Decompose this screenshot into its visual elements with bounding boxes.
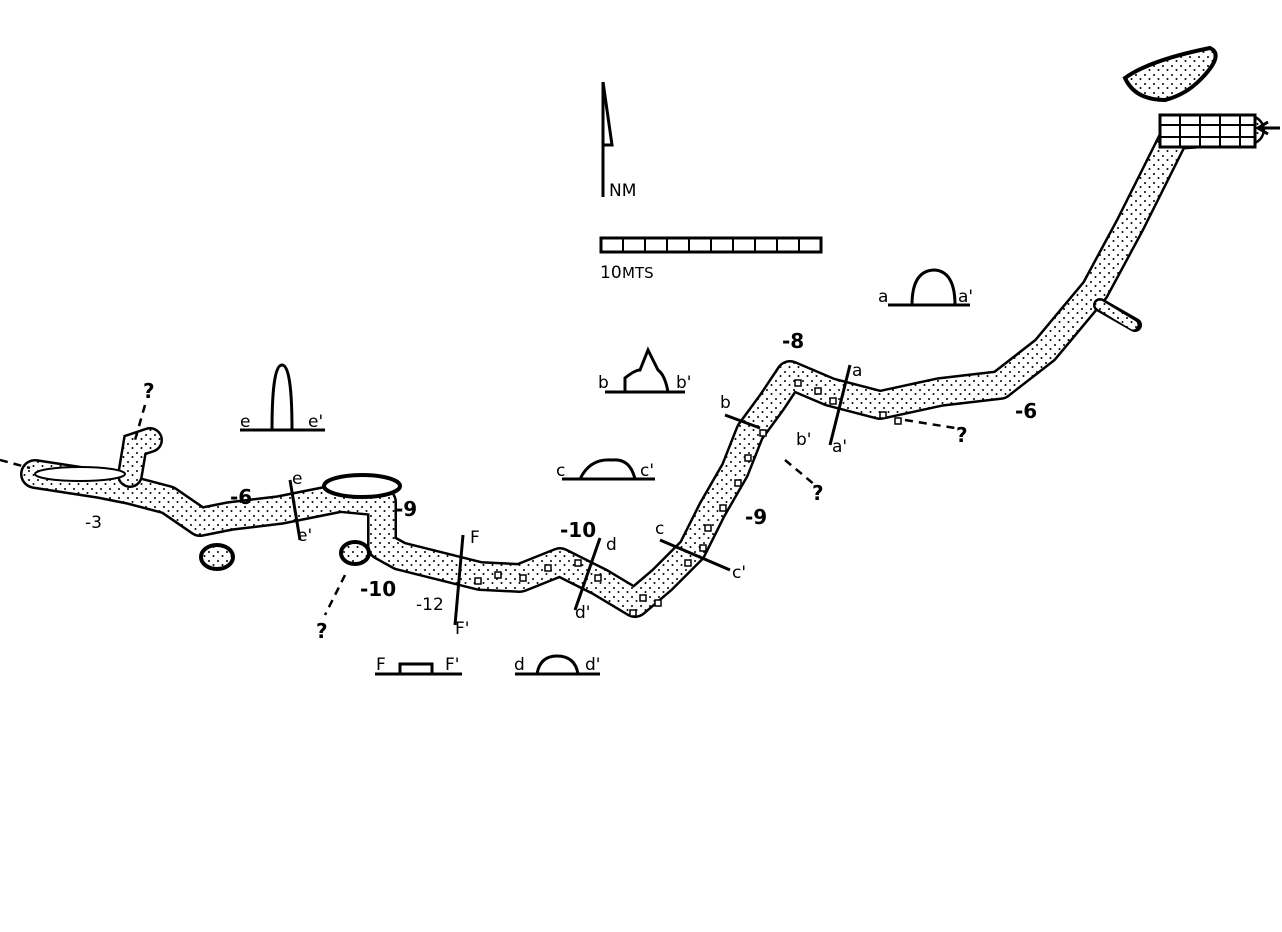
chamber bbox=[199, 543, 235, 571]
section-e-prime-label: e' bbox=[308, 412, 323, 432]
depth-label: -6 bbox=[1015, 399, 1037, 423]
cross-sections bbox=[240, 268, 970, 676]
unknown-leads: ? ? ? ? bbox=[143, 379, 968, 643]
north-label: NM bbox=[609, 181, 636, 201]
map-c-prime-label: c' bbox=[732, 563, 746, 583]
map-a-label: a bbox=[852, 361, 862, 381]
scale-bar: 10 MTS bbox=[599, 236, 823, 283]
north-arrow: NM bbox=[601, 81, 636, 201]
depth-label: -6 bbox=[230, 485, 252, 509]
map-b-label: b bbox=[720, 393, 731, 413]
map-d-label: d bbox=[606, 535, 617, 555]
entrance-arrow-icon bbox=[1255, 120, 1280, 136]
map-f-label: F bbox=[470, 528, 480, 548]
section-a-prime-label: a' bbox=[958, 287, 973, 307]
chamber bbox=[322, 473, 402, 499]
sump bbox=[34, 466, 126, 482]
map-f-prime-label: F' bbox=[455, 619, 469, 639]
depth-label: -8 bbox=[782, 329, 804, 353]
section-b-label: b bbox=[598, 373, 609, 393]
chamber bbox=[339, 540, 371, 566]
section-a-label: a bbox=[878, 287, 888, 307]
depth-label: -12 bbox=[416, 595, 444, 615]
section-c-label: c bbox=[556, 461, 565, 481]
entrance-chamber bbox=[1122, 45, 1218, 103]
cave-passage bbox=[0, 45, 1280, 618]
unknown-mark: ? bbox=[316, 619, 328, 643]
map-b-prime-label: b' bbox=[796, 430, 811, 450]
map-e-label: e bbox=[292, 469, 302, 489]
map-d-prime-label: d' bbox=[575, 603, 590, 623]
depth-label: -10 bbox=[560, 518, 596, 542]
unknown-mark: ? bbox=[956, 423, 968, 447]
section-c-prime-label: c' bbox=[640, 461, 654, 481]
depth-label: -9 bbox=[745, 505, 767, 529]
depth-label: -3 bbox=[85, 513, 102, 533]
map-a-prime-label: a' bbox=[832, 437, 847, 457]
depth-labels: -8 -6 -9 -10 -12 -10 -9 -6 -3 bbox=[85, 329, 1037, 615]
section-f-prime-label: F' bbox=[445, 655, 459, 675]
unknown-mark: ? bbox=[143, 379, 155, 403]
unknown-mark: ? bbox=[812, 481, 824, 505]
section-d-label: d bbox=[514, 655, 525, 675]
section-labels: a a' b b' c c' F F' d d' e e' a a' b b' … bbox=[240, 287, 973, 675]
section-b-prime-label: b' bbox=[676, 373, 691, 393]
scale-value: 10 bbox=[600, 263, 622, 283]
depth-label: -10 bbox=[360, 577, 396, 601]
map-c-label: c bbox=[655, 519, 664, 539]
section-d-prime-label: d' bbox=[585, 655, 600, 675]
scale-unit: MTS bbox=[622, 264, 654, 282]
map-e-prime-label: e' bbox=[297, 526, 312, 546]
depth-label: -9 bbox=[395, 497, 417, 521]
section-e-label: e bbox=[240, 412, 250, 432]
section-f-label: F bbox=[376, 655, 386, 675]
